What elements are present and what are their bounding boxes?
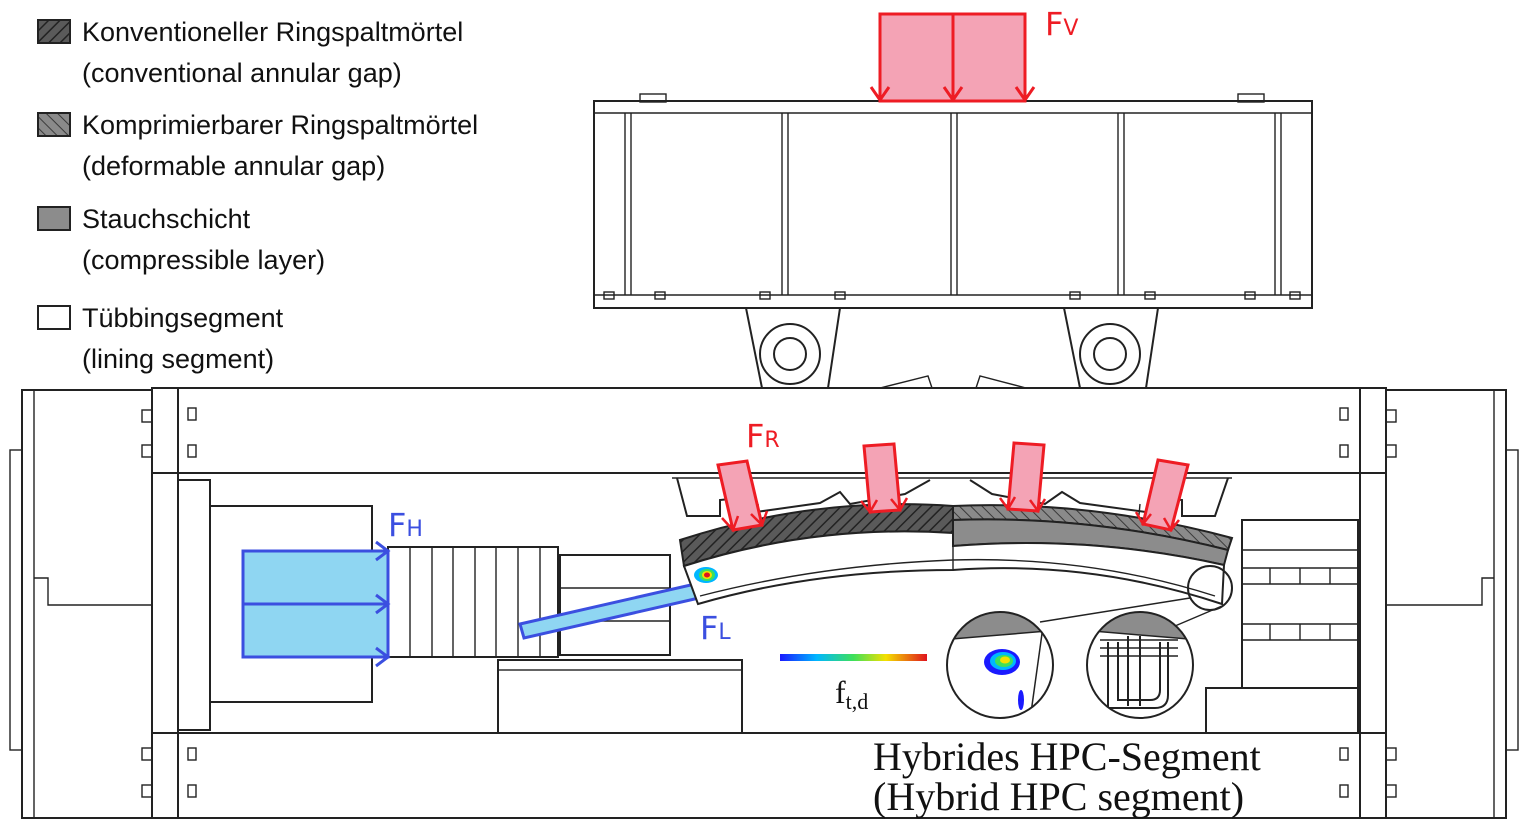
- main-frame: [9, 387, 1519, 819]
- legend-item-lining-segment: Tübbingsegment (lining segment): [37, 303, 284, 374]
- pin-joints: [744, 307, 1160, 389]
- force-label-fl: FL: [700, 609, 731, 647]
- legend: Konventioneller Ringspaltmörtel (convent…: [37, 17, 478, 374]
- force-label-fh: FH: [388, 506, 423, 544]
- legend-swatch-white: [37, 305, 71, 330]
- caption: Hybrides HPC-Segment (Hybrid HPC segment…: [873, 734, 1261, 819]
- right-support: [1205, 519, 1359, 734]
- legend-item-deformable-gap: Komprimierbarer Ringspaltmörtel (deforma…: [37, 110, 478, 181]
- caption-line-1: Hybrides HPC-Segment: [873, 734, 1261, 779]
- legend-label-de: Konventioneller Ringspaltmörtel: [82, 17, 463, 47]
- lining-segment: [678, 503, 1234, 606]
- segment-body: [682, 530, 1226, 606]
- legend-label-en: (conventional annular gap): [82, 58, 402, 88]
- upper-load-beam: [593, 93, 1313, 309]
- legend-label-de: Tübbingsegment: [82, 303, 284, 333]
- radial-loads-fr: [716, 441, 1190, 533]
- caption-line-2: (Hybrid HPC segment): [873, 774, 1244, 819]
- colorbar-label: ft,d: [835, 674, 868, 714]
- horizontal-load-assembly: [177, 479, 743, 734]
- horizontal-load-fh: [241, 540, 391, 668]
- colorbar-gradient: [780, 654, 927, 661]
- legend-swatch-hatch-dark: [37, 19, 71, 44]
- vertical-load-fv: [869, 12, 1036, 103]
- legend-swatch-hatch-light: [37, 112, 71, 137]
- legend-swatch-gray: [37, 206, 71, 231]
- detail-stress-view: [946, 611, 1054, 719]
- colorbar: ft,d: [780, 654, 927, 714]
- force-label-fv: FV: [1045, 5, 1078, 43]
- detail-rebar-view: [1086, 611, 1194, 719]
- legend-label-de: Komprimierbarer Ringspaltmörtel: [82, 110, 478, 140]
- legend-label-en: (deformable annular gap): [82, 151, 385, 181]
- legend-label-en: (lining segment): [82, 344, 274, 374]
- stress-hotspot: [694, 567, 718, 583]
- legend-label-de: Stauchschicht: [82, 204, 251, 234]
- legend-label-en: (compressible layer): [82, 245, 325, 275]
- legend-item-compressible-layer: Stauchschicht (compressible layer): [37, 204, 325, 275]
- legend-item-conventional-gap: Konventioneller Ringspaltmörtel (convent…: [37, 17, 463, 88]
- force-label-fr: FR: [746, 417, 780, 455]
- detail-callouts: [946, 565, 1233, 719]
- longitudinal-load-fl: [518, 582, 701, 640]
